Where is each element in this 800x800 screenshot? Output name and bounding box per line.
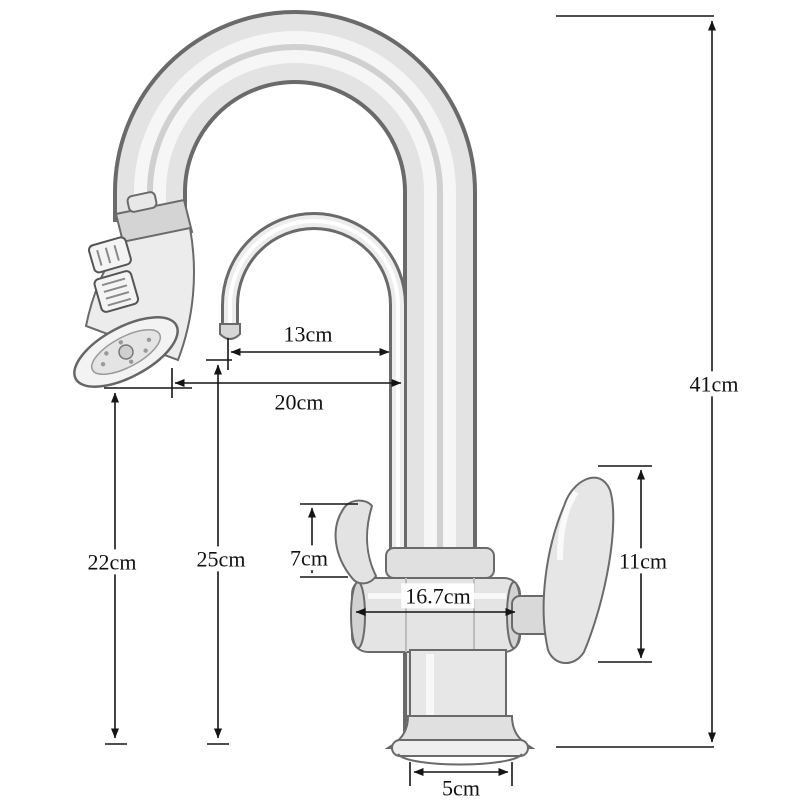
right-handle — [511, 476, 615, 664]
dim-label-right-handle-height: 11cm — [614, 548, 672, 574]
spray-head — [73, 191, 195, 388]
faucet-body — [113, 10, 477, 742]
mounting-collar — [385, 547, 495, 579]
spray-mode-buttons — [87, 236, 140, 313]
filter-spout-tip — [219, 323, 241, 340]
dim-label-left-handle-height: 7cm — [286, 545, 332, 571]
base — [384, 715, 536, 766]
spray-face — [73, 316, 179, 388]
dim-label-total-height: 41cm — [685, 371, 743, 397]
dim-label-main-spout-reach: 20cm — [270, 389, 328, 415]
dim-label-sprayer-height: 22cm — [83, 549, 141, 575]
spray-head-top-button — [126, 191, 158, 213]
dim-label-filter-spout-reach: 13cm — [279, 321, 337, 347]
dim-label-body-width: 16.7cm — [401, 583, 475, 609]
filter-spout — [219, 212, 407, 566]
left-handle — [334, 499, 378, 585]
lower-column — [409, 649, 507, 723]
dim-label-base-width: 5cm — [438, 775, 484, 800]
dim-label-filter-spout-height: 25cm — [192, 546, 250, 572]
